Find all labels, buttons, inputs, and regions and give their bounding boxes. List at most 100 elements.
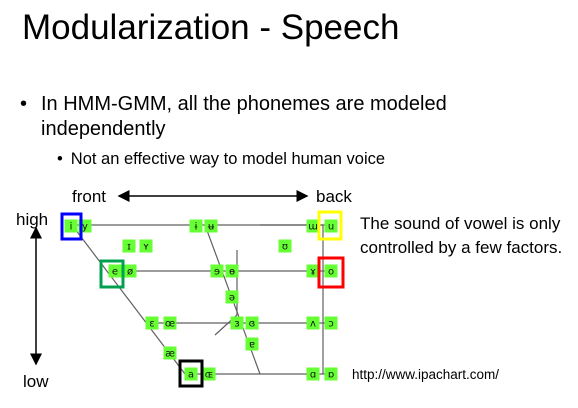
vowel-symbol: a xyxy=(188,370,194,381)
vowel-small-cap-i: ɪ xyxy=(122,239,136,253)
vowel-cell-bg xyxy=(245,316,259,330)
vowel-cell-bg xyxy=(324,316,338,330)
vowel-cell-bg xyxy=(108,264,122,278)
vowel-cell-bg xyxy=(324,219,338,233)
vowel-cell-bg xyxy=(278,239,292,253)
vowel-turned-m: ɯ xyxy=(306,219,320,233)
vowel-symbol: ɶ xyxy=(205,370,214,381)
vowel-symbol: ɨ xyxy=(195,222,198,233)
label-back: back xyxy=(316,187,352,206)
vowel-small-cap-y: ʏ xyxy=(139,239,153,253)
vowel-symbol: ɤ xyxy=(310,267,316,278)
bullet-level1: • In HMM-GMM, all the phonemes are model… xyxy=(20,92,540,142)
vowel-symbol: ʊ xyxy=(282,242,288,253)
vowel-cell-bg xyxy=(230,316,244,330)
label-front: front xyxy=(72,187,107,206)
vowel-turned-v: ʌ xyxy=(306,316,320,330)
vowel-cell-bg xyxy=(184,367,198,381)
vowel-ash: æ xyxy=(163,346,177,360)
bullet-level1-text: In HMM-GMM, all the phonemes are modeled… xyxy=(41,93,447,140)
vowel-upsilon: ʊ xyxy=(278,239,292,253)
vowel-symbol: æ xyxy=(165,349,175,360)
vowel-o-slash: ø xyxy=(123,264,137,278)
vowel-cell-bg xyxy=(306,316,320,330)
vowel-barred-o: ɵ xyxy=(225,264,239,278)
vowel-symbol: œ xyxy=(165,319,175,330)
vowel-symbol: e xyxy=(112,267,118,278)
vowel-cell-bg xyxy=(189,219,203,233)
bullet-marker-sub: • xyxy=(57,150,63,168)
vowel-open-e: ɛ xyxy=(145,316,159,330)
vowel-small-cap-oe: ɶ xyxy=(202,367,216,381)
vowel-symbol: ɯ xyxy=(308,222,318,233)
vowel-cell-bg xyxy=(225,264,239,278)
vowel-symbol: ɪ xyxy=(127,242,131,253)
vowel-cell-bg xyxy=(163,346,177,360)
vowel-symbol: ø xyxy=(127,267,133,278)
highlight-i xyxy=(60,212,83,241)
vowel-symbol: ʌ xyxy=(310,319,316,330)
vowel-symbol: ɔ xyxy=(328,319,334,330)
bullet-marker: • xyxy=(20,93,28,115)
vowel-cell-bg xyxy=(225,290,239,304)
vowel-symbol: ə xyxy=(229,293,235,304)
vowel-cell-bg xyxy=(210,264,224,278)
source-link[interactable]: http://www.ipachart.com/ xyxy=(352,367,500,382)
vowel-symbol: ɵ xyxy=(229,267,235,278)
label-high: high xyxy=(16,210,49,229)
highlight-a xyxy=(178,359,204,388)
vowel-schwa: ə xyxy=(225,290,239,304)
vowel-i: i xyxy=(64,219,78,233)
slide-title: Modularization - Speech xyxy=(22,8,400,47)
vowel-e: e xyxy=(108,264,122,278)
vowel-barred-u: ʉ xyxy=(204,219,218,233)
vowel-symbol: ʏ xyxy=(143,242,149,253)
vowel-symbol: ɐ xyxy=(249,340,255,351)
vowel-oe-ligature: œ xyxy=(163,316,177,330)
vowel-cell-bg xyxy=(123,264,137,278)
highlight-o xyxy=(317,256,345,289)
vowel-rams-horn: ɤ xyxy=(306,264,320,278)
vowel-symbol: y xyxy=(82,222,88,233)
vowel-symbol: ɑ xyxy=(310,370,316,381)
vowel-cell-bg xyxy=(306,367,320,381)
vowel-reversed-e: ɘ xyxy=(210,264,224,278)
vowel-cell-bg xyxy=(163,316,177,330)
vowel-cell-bg xyxy=(324,367,338,381)
vowel-turned-a: ɐ xyxy=(245,337,259,351)
vowel-cell-bg xyxy=(139,239,153,253)
vowel-symbol: o xyxy=(328,267,334,278)
chart-highlights xyxy=(60,210,345,388)
vowel-turned-script-a: ɒ xyxy=(324,367,338,381)
highlight-e xyxy=(99,259,125,289)
vowel-symbol: ɛ xyxy=(149,319,154,330)
bullet-level2-text: Not an effective way to model human voic… xyxy=(70,150,386,168)
vowel-cell-bg xyxy=(122,239,136,253)
vowel-cell-bg xyxy=(324,264,338,278)
vowel-barred-i: ɨ xyxy=(189,219,203,233)
highlight-u xyxy=(317,210,343,241)
vowel-cell-bg xyxy=(145,316,159,330)
vowel-closed-reversed-open-e: ɞ xyxy=(245,316,259,330)
vowel-cell-bg xyxy=(202,367,216,381)
vowel-symbol: ɘ xyxy=(214,267,220,278)
vowel-reversed-open-e: ɜ xyxy=(230,316,244,330)
vowel-u: u xyxy=(324,219,338,233)
vowel-symbol: ɞ xyxy=(249,319,256,330)
chart-lines xyxy=(71,224,337,375)
vowel-cell-bg xyxy=(204,219,218,233)
label-low: low xyxy=(23,372,49,391)
vowel-cell-bg xyxy=(245,337,259,351)
vowel-cell-bg xyxy=(64,219,78,233)
bullet-level2: • Not an effective way to model human voi… xyxy=(57,149,385,169)
explanation-note: The sound of vowel is only controlled by… xyxy=(360,214,563,257)
vowel-symbol: ɜ xyxy=(234,319,239,330)
vowel-symbol: ɒ xyxy=(328,370,334,381)
vowel-symbol: i xyxy=(70,222,73,233)
vowel-a: a xyxy=(184,367,198,381)
vowel-o: o xyxy=(324,264,338,278)
vowel-script-a: ɑ xyxy=(306,367,320,381)
vowel-cell-bg xyxy=(306,219,320,233)
